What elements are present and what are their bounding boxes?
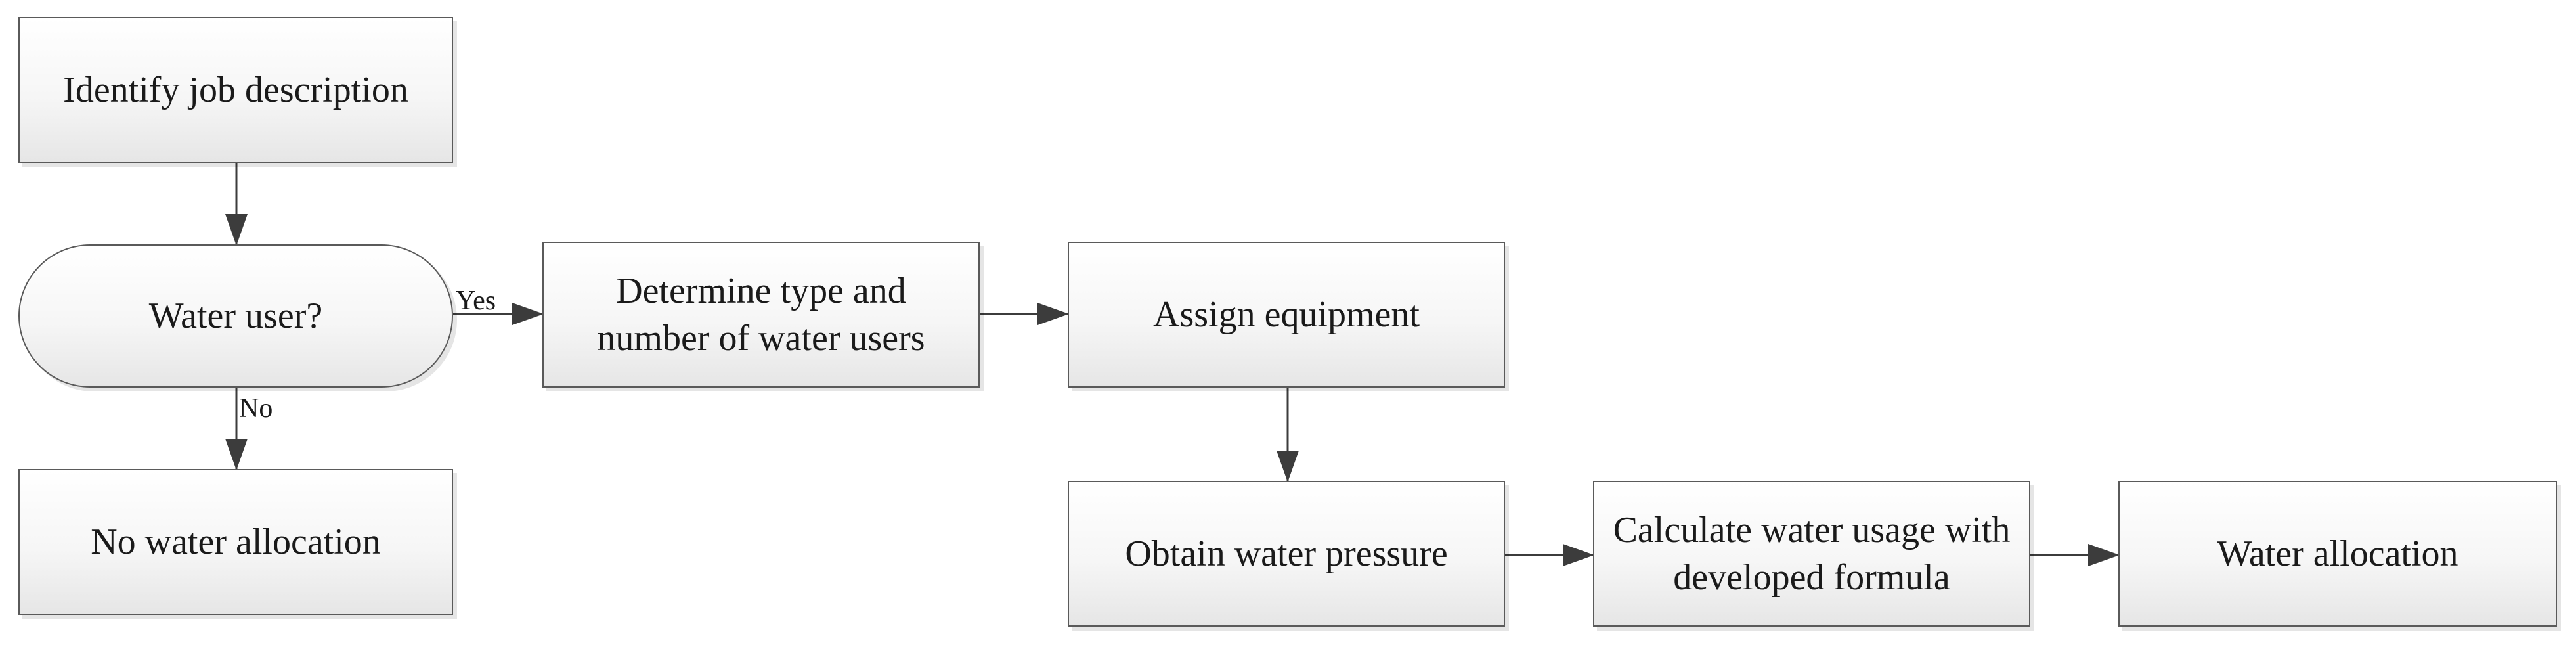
node-water-allocation: Water allocation	[2118, 481, 2557, 627]
node-label: Obtain water pressure	[1125, 533, 1448, 574]
node-label: No water allocation	[91, 522, 381, 562]
node-label: Water user?	[148, 296, 323, 336]
node-water-user-decision: Water user?	[18, 244, 453, 388]
edge-label-no: No	[239, 393, 273, 424]
node-obtain-water-pressure: Obtain water pressure	[1068, 481, 1505, 627]
node-calculate-water-usage: Calculate water usage with developed for…	[1593, 481, 2030, 627]
node-label: Water allocation	[2217, 533, 2458, 574]
node-determine-water-users: Determine type and number of water users	[542, 242, 980, 388]
node-assign-equipment: Assign equipment	[1068, 242, 1505, 388]
node-label: Assign equipment	[1153, 294, 1420, 335]
edge-label-yes: Yes	[456, 286, 496, 316]
node-label: Calculate water usage with developed for…	[1613, 510, 2011, 598]
node-identify-job-description: Identify job description	[18, 17, 453, 163]
node-label: Determine type and number of water users	[597, 271, 925, 359]
node-no-water-allocation: No water allocation	[18, 469, 453, 615]
node-label: Identify job description	[63, 70, 408, 110]
